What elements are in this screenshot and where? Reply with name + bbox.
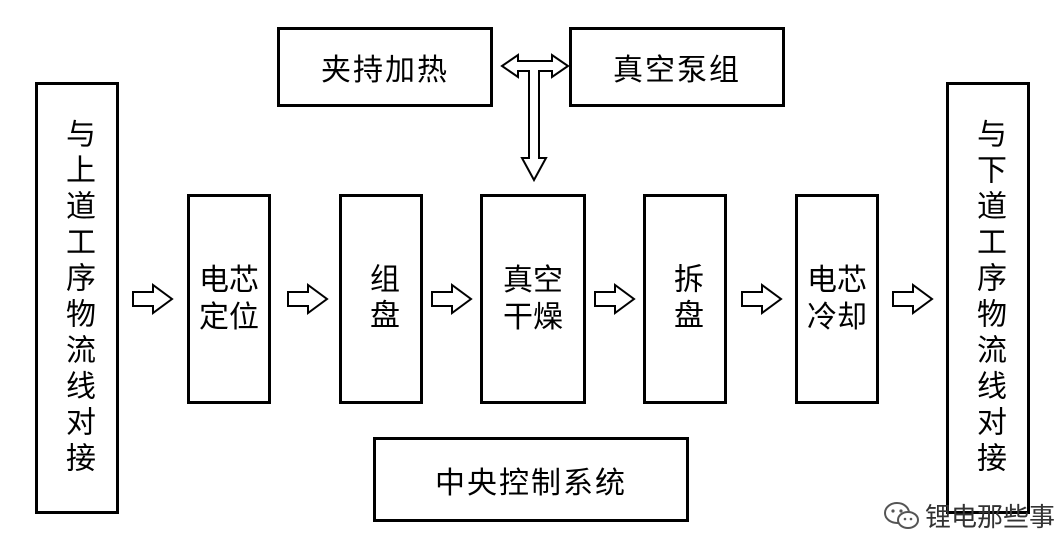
downstream-connection-box: 与下道工序物流线对接 (946, 82, 1030, 514)
t-connector-arrow (500, 53, 570, 183)
cell-cooling-label-1: 电芯 (807, 262, 867, 298)
vacuum-drying-box: 真空 干燥 (480, 194, 586, 404)
downstream-label: 与下道工序物流线对接 (971, 118, 1006, 478)
flow-arrow-6 (892, 283, 934, 315)
ungrouping-label: 拆盘 (668, 263, 703, 335)
cell-positioning-label-2: 定位 (199, 300, 259, 335)
grouping-box: 组盘 (339, 194, 423, 404)
clamp-heating-box: 夹持加热 (277, 27, 493, 107)
cell-cooling-box: 电芯 冷却 (795, 194, 879, 404)
watermark-text: 锂电那些事 (924, 503, 1055, 533)
flow-arrow-2 (287, 283, 329, 315)
grouping-label: 组盘 (364, 263, 399, 335)
flow-arrow-1 (132, 283, 174, 315)
vacuum-pump-box: 真空泵组 (569, 27, 785, 107)
flow-arrow-5 (741, 283, 783, 315)
upstream-label: 与上道工序物流线对接 (60, 118, 95, 478)
central-control-label: 中央控制系统 (435, 465, 627, 501)
upstream-connection-box: 与上道工序物流线对接 (35, 82, 119, 514)
vacuum-pump-label: 真空泵组 (613, 53, 741, 88)
central-control-box: 中央控制系统 (373, 437, 689, 522)
cell-positioning-label-1: 电芯 (199, 262, 259, 298)
clamp-heating-label: 夹持加热 (321, 53, 449, 88)
cell-cooling-label-2: 冷却 (807, 300, 867, 335)
vacuum-drying-label-2: 干燥 (503, 300, 563, 335)
flow-arrow-3 (431, 283, 473, 315)
cell-positioning-box: 电芯 定位 (187, 194, 271, 404)
wechat-icon (883, 501, 919, 529)
flow-arrow-4 (594, 283, 636, 315)
watermark: 锂电那些事 (883, 497, 1055, 534)
ungrouping-box: 拆盘 (643, 194, 727, 404)
vacuum-drying-label-1: 真空 (503, 262, 563, 298)
